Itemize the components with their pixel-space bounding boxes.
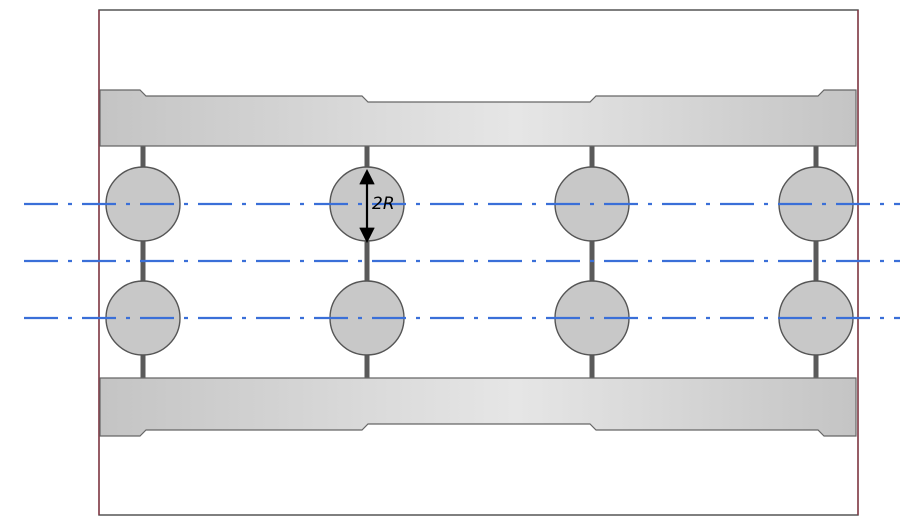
dimension-label: 2R: [372, 194, 395, 214]
centerlines-group: [24, 202, 900, 320]
top-bar: [99, 89, 857, 147]
bottom-bar: [99, 377, 857, 437]
outer-frame: [98, 9, 859, 516]
dimension-2r: 2R: [359, 168, 395, 244]
